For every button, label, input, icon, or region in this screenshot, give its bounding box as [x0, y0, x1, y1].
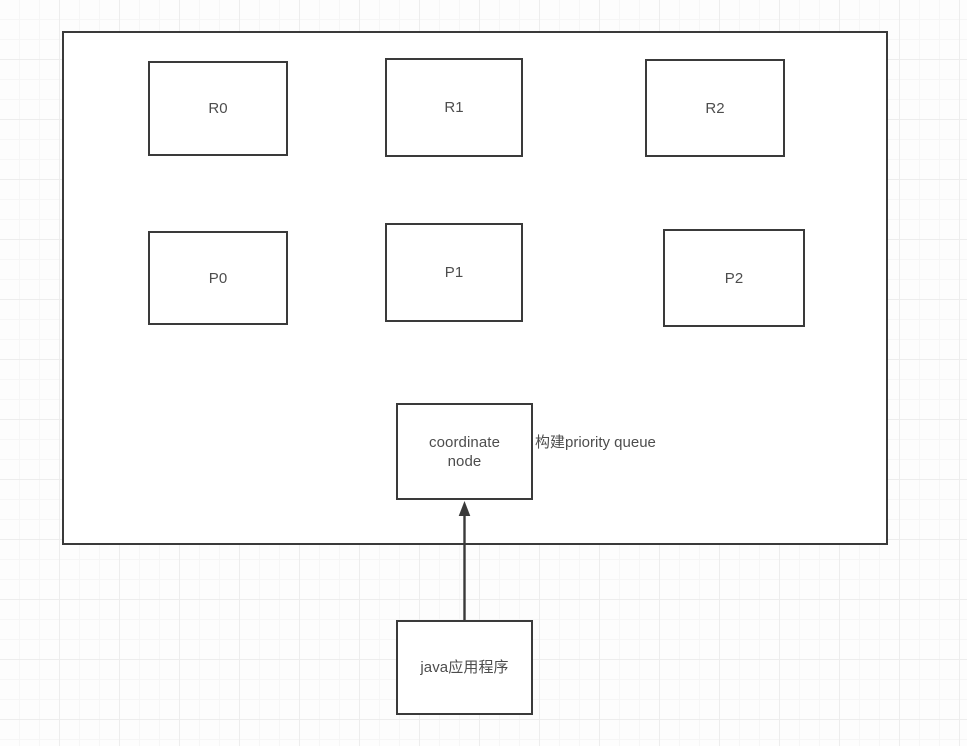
node-p1[interactable]: P1: [385, 223, 523, 322]
node-r0[interactable]: R0: [148, 61, 288, 156]
node-r2[interactable]: R2: [645, 59, 785, 157]
node-r1[interactable]: R1: [385, 58, 523, 157]
node-p2[interactable]: P2: [663, 229, 805, 327]
node-coordinate-node[interactable]: coordinate node: [396, 403, 533, 500]
edge-java-to-coordinate: [458, 501, 471, 625]
node-p0[interactable]: P0: [148, 231, 288, 325]
node-java-application[interactable]: java应用程序: [396, 620, 533, 715]
annotation-priority-queue: 构建priority queue: [535, 434, 656, 451]
